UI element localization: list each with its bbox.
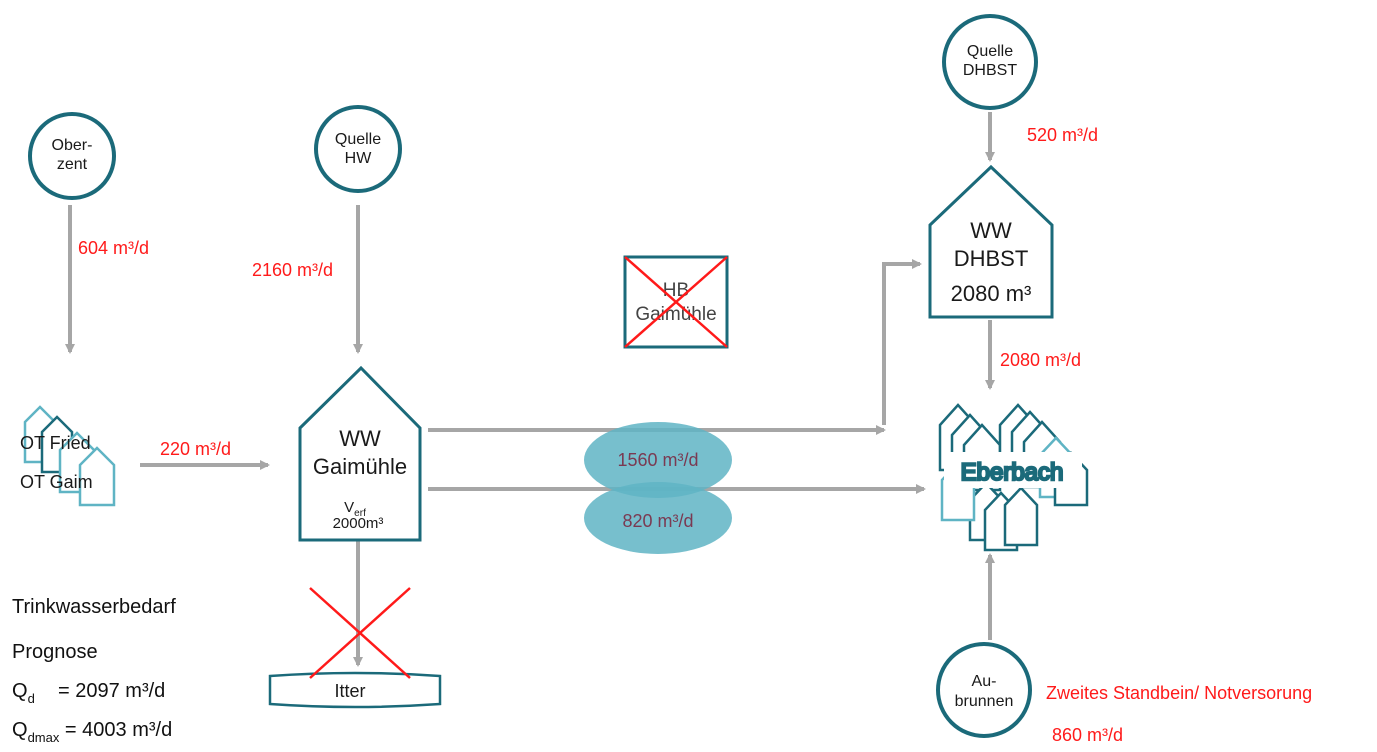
tank-ww-gaimuehle-vol-value: 2000m³ xyxy=(333,515,384,532)
flow-dhbst-to-eberbach: 2080 m³/d xyxy=(1000,350,1081,370)
legend-qd: Qd = 2097 m³/d xyxy=(12,680,165,706)
cross-line-2 xyxy=(624,256,728,348)
legend-qd-value: = 2097 m³/d xyxy=(58,680,166,702)
source-quelle-dhbst-line2: DHBST xyxy=(963,62,1017,79)
town-ot-fried-gaim: OT Fried OT Gaim xyxy=(20,405,116,507)
legend-qd-sub: d xyxy=(27,691,35,706)
tank-ww-gaimuehle-vol-label: Verf xyxy=(344,499,366,519)
legend-title: Trinkwasserbedarf xyxy=(12,596,176,618)
legend-subtitle: Prognose xyxy=(12,641,98,663)
source-aubrunnen: Au- brunnen xyxy=(936,642,1032,738)
flow-aubrunnen: 860 m³/d xyxy=(1052,725,1123,745)
ellipse-lower xyxy=(584,482,732,554)
flow-ot-to-ww: 220 m³/d xyxy=(160,439,231,459)
tank-ww-dhbst-line1: WW xyxy=(970,218,1012,243)
river-itter-label: Itter xyxy=(334,681,365,701)
source-quelle-hw-line2: HW xyxy=(345,150,373,167)
source-aubrunnen-line1: Au- xyxy=(972,673,997,690)
tank-ww-dhbst: WW DHBST 2080 m³ xyxy=(928,164,1054,319)
source-aubrunnen-line2: brunnen xyxy=(955,693,1014,710)
source-quelle-hw: Quelle HW xyxy=(314,105,402,193)
pipe-flow-ellipses: 1560 m³/d 820 m³/d xyxy=(584,422,732,554)
source-quelle-dhbst-line1: Quelle xyxy=(967,43,1013,60)
flow-quelle-dhbst: 520 m³/d xyxy=(1027,125,1098,145)
flow-oberzent: 604 m³/d xyxy=(78,238,149,258)
source-oberzent: Ober- zent xyxy=(28,112,116,200)
ellipse-upper xyxy=(584,422,732,498)
flow-arrows xyxy=(65,112,995,667)
pipe-to-dhbst xyxy=(882,259,922,425)
itter-cross-2 xyxy=(309,587,411,679)
pipe-upper-flow: 1560 m³/d xyxy=(617,450,698,470)
legend-qdmax: Qdmax = 4003 m³/d xyxy=(12,719,173,745)
source-oberzent-line1: Ober- xyxy=(52,137,93,154)
pipe-lower-flow: 820 m³/d xyxy=(622,511,693,531)
tank-ww-gaimuehle: WW Gaimühle Verf 2000m³ xyxy=(298,365,422,542)
tank-hb-gaimuehle-removed: HB Gaimühle xyxy=(623,255,729,349)
aubrunnen-note: Zweites Standbein/ Notversorung xyxy=(1046,683,1312,703)
river-itter: Itter xyxy=(268,587,442,709)
tank-ww-gaimuehle-line2: Gaimühle xyxy=(313,454,407,479)
legend-qd-label: Q xyxy=(12,680,28,702)
tank-hb-gaimuehle-line2: Gaimühle xyxy=(635,304,716,325)
tank-ww-dhbst-line2: DHBST xyxy=(954,246,1029,271)
flow-quelle-hw: 2160 m³/d xyxy=(252,260,333,280)
source-oberzent-line2: zent xyxy=(57,156,88,173)
town-ot-fried-label: OT Fried xyxy=(20,433,91,453)
legend-qdmax-sub: dmax xyxy=(27,730,60,745)
town-eberbach-label: Eberbach xyxy=(961,459,1064,486)
legend-qdmax-value: = 4003 m³/d xyxy=(64,719,173,741)
tank-hb-gaimuehle-line1: HB xyxy=(663,280,689,301)
source-quelle-hw-line1: Quelle xyxy=(335,131,381,148)
source-quelle-dhbst: Quelle DHBST xyxy=(942,14,1038,110)
town-ot-gaim-label: OT Gaim xyxy=(20,472,93,492)
tank-ww-gaimuehle-line1: WW xyxy=(339,426,381,451)
tank-ww-dhbst-volume: 2080 m³ xyxy=(951,281,1032,306)
town-eberbach: Eberbach xyxy=(938,403,1089,552)
legend-qdmax-label: Q xyxy=(12,719,28,741)
